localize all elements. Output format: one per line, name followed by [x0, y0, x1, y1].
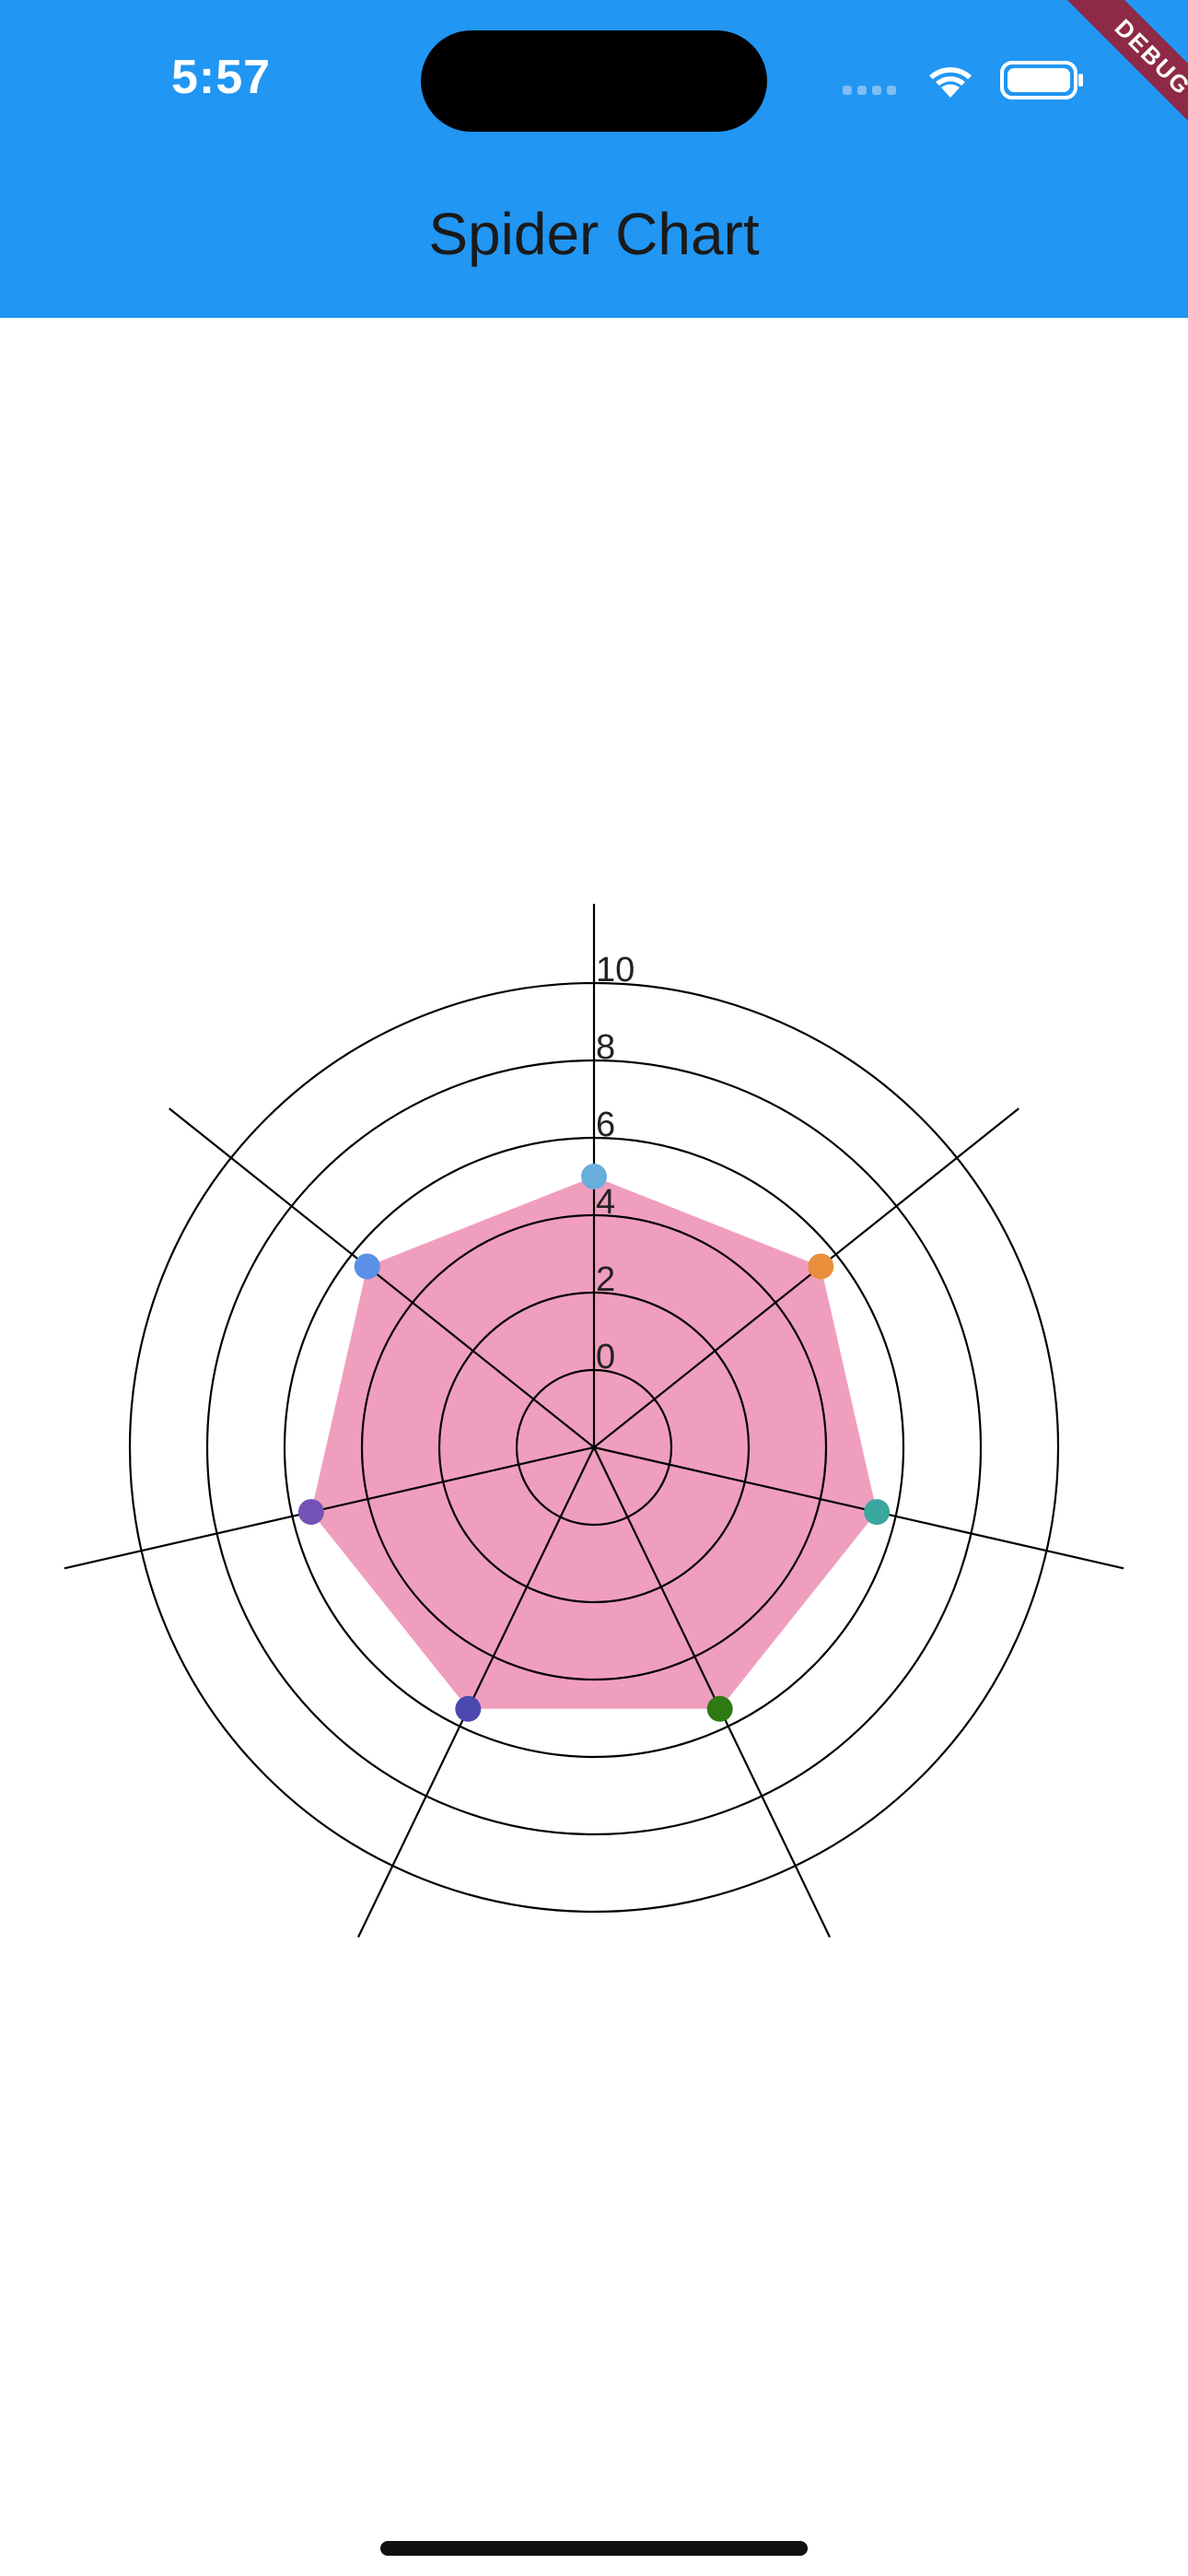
- tick-label-10: 10: [596, 951, 635, 989]
- data-point-4: [706, 1695, 733, 1722]
- tick-label-4: 4: [596, 1183, 615, 1222]
- axis-line-4: [593, 1446, 831, 1938]
- status-icons: [843, 61, 1083, 100]
- debug-ribbon-label: DEBUG: [1047, 0, 1188, 163]
- home-indicator[interactable]: [380, 2541, 808, 2556]
- debug-banner: DEBUG: [1022, 0, 1188, 166]
- axis-line-3: [593, 1446, 1124, 1570]
- data-point-3: [864, 1499, 891, 1526]
- axis-line-2: [593, 1107, 1019, 1448]
- spider-chart: 0 2 4 6 8 10: [64, 904, 1124, 1938]
- data-point-5: [455, 1695, 482, 1722]
- dynamic-island: [421, 30, 767, 132]
- data-point-6: [297, 1499, 324, 1526]
- tick-label-6: 6: [596, 1106, 615, 1144]
- axis-line-5: [357, 1446, 595, 1938]
- data-point-7: [354, 1253, 380, 1280]
- page-title: Spider Chart: [428, 201, 760, 267]
- tick-label-8: 8: [596, 1028, 615, 1067]
- axis-line-7: [169, 1107, 595, 1448]
- data-point-1: [581, 1164, 607, 1189]
- data-point-2: [808, 1253, 834, 1280]
- battery-icon: [1000, 61, 1083, 100]
- cellular-signal-icon: [843, 86, 896, 95]
- tick-label-0: 0: [596, 1338, 615, 1376]
- wifi-icon: [929, 67, 972, 98]
- status-time: 5:57: [171, 51, 272, 104]
- axis-line-6: [64, 1446, 595, 1570]
- app-bar: 5:57 Spider Chart: [0, 0, 1188, 318]
- tick-label-2: 2: [596, 1260, 615, 1299]
